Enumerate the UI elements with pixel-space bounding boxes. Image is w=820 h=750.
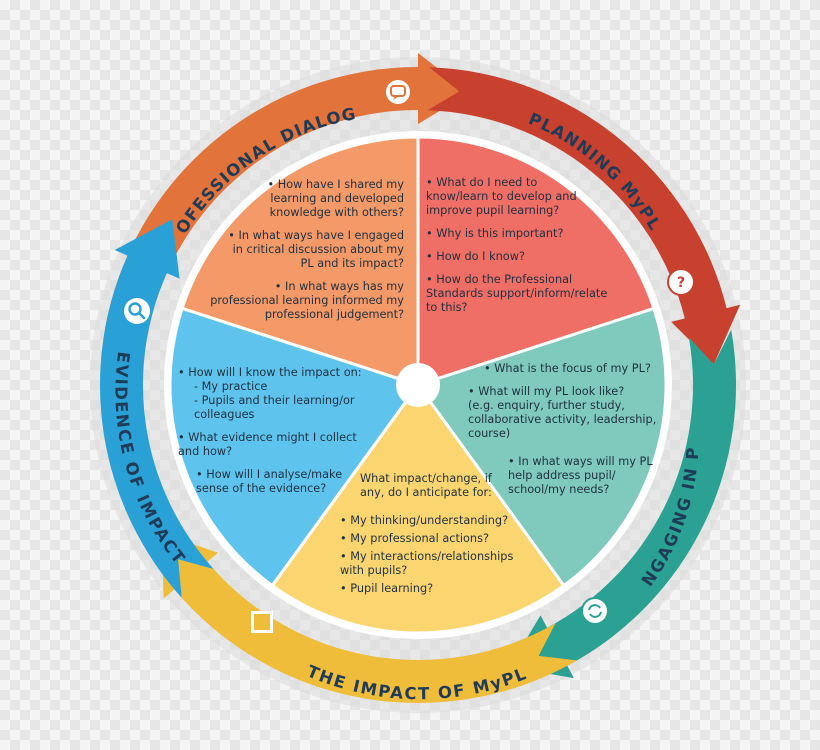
sector-wedge-evidence xyxy=(168,306,421,588)
engaging-question-2-detail: (e.g. enquiry, further study, collaborat… xyxy=(468,399,657,440)
evidence-question-1: • How will I know the impact on: - My pr… xyxy=(178,366,366,422)
impact-question-2: • My professional actions? xyxy=(340,532,489,545)
question-bubble-icon: ? xyxy=(667,268,695,296)
planning-question-2: • Why is this important? xyxy=(426,227,564,240)
magnifier-icon xyxy=(124,298,150,324)
refresh-icon xyxy=(581,597,609,625)
evidence-question-3: • How will I analyse/make sense of the e… xyxy=(196,468,343,495)
evidence-question-1-a: - My practice xyxy=(194,380,268,393)
dialogue-question-3: • In what ways has my professional learn… xyxy=(210,280,404,321)
band-arrow-planning xyxy=(427,67,741,365)
evidence-question-1-b: - Pupils and their learning/or colleague… xyxy=(194,394,355,421)
sector-wedge-engaging xyxy=(415,306,668,588)
evidence-question-2: • What evidence might I collect and how? xyxy=(178,431,357,458)
impact-question-4: • Pupil learning? xyxy=(340,582,434,595)
speech-bubble-icon xyxy=(384,78,412,106)
band-arrow-impact xyxy=(161,533,577,703)
impact-question-1: • My thinking/understanding? xyxy=(340,514,509,527)
planning-question-3: • How do I know? xyxy=(426,250,525,263)
dialogue-question-2: • In what ways have I engaged in critica… xyxy=(228,229,404,270)
engaging-question-2-text: • What will my PL look like? xyxy=(468,385,625,398)
sector-professional-dialogue: • How have I shared my learning and deve… xyxy=(208,178,404,331)
sector-impact-of-mypl: What impact/change, if any, do I anticip… xyxy=(340,472,516,605)
evidence-question-1-text: • How will I know the impact on: xyxy=(178,366,362,379)
sector-planning-mypl: • What do I need to know/learn to develo… xyxy=(426,176,607,324)
planning-question-1: • What do I need to know/learn to develo… xyxy=(426,176,577,217)
sector-wedge-dialogue xyxy=(180,135,420,388)
center-hub xyxy=(396,363,440,407)
engaging-question-1: • What is the focus of my PL? xyxy=(484,362,651,375)
sector-evidence-of-impact: • How will I know the impact on: - My pr… xyxy=(178,366,366,505)
svg-text:?: ? xyxy=(677,275,685,291)
planning-question-4: • How do the Professional Standards supp… xyxy=(426,273,608,314)
engaging-question-2: • What will my PL look like? (e.g. enqui… xyxy=(452,385,658,441)
sector-wedge-planning xyxy=(416,135,656,388)
sector-engaging-in-pl: • What is the focus of my PL? • What wil… xyxy=(452,362,658,506)
dialogue-question-1: • How have I shared my learning and deve… xyxy=(267,178,405,219)
impact-lead: What impact/change, if any, do I anticip… xyxy=(360,472,492,499)
sector-wedge-impact xyxy=(270,382,566,635)
engaging-question-3: • In what ways will my PL help address p… xyxy=(508,455,653,496)
square-stack-icon xyxy=(251,611,273,633)
impact-question-3: • My interactions/relationships with pup… xyxy=(340,550,514,577)
